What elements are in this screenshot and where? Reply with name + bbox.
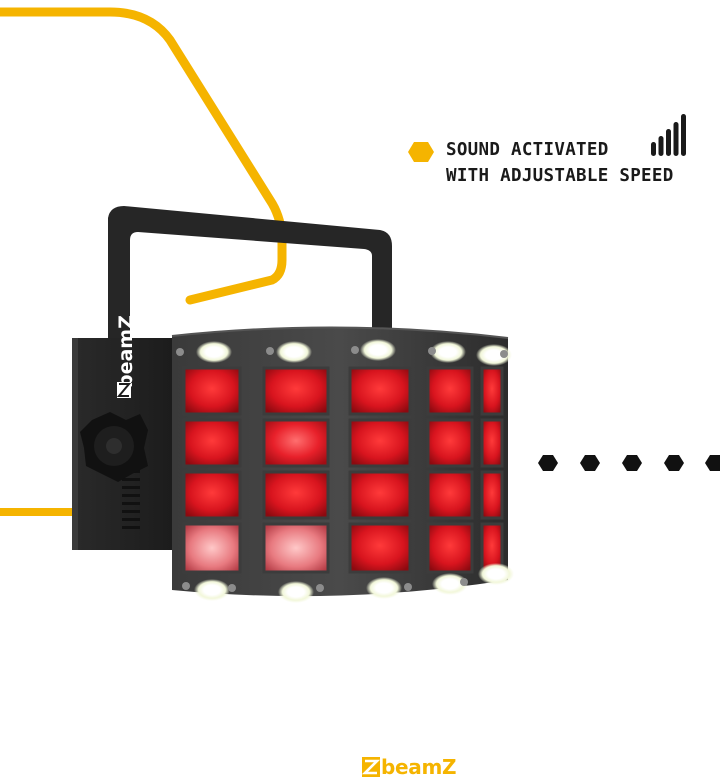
white-led <box>196 341 232 363</box>
red-lens <box>348 418 412 468</box>
tilt-knob <box>80 412 148 482</box>
red-lens <box>182 366 242 416</box>
red-lens <box>480 418 504 468</box>
white-led <box>194 579 230 601</box>
white-led <box>366 577 402 599</box>
red-lens <box>262 366 330 416</box>
white-led <box>430 341 466 363</box>
red-lens <box>348 366 412 416</box>
red-lens <box>426 366 474 416</box>
footer-brand-text: beamZ <box>381 755 457 779</box>
accent-line <box>0 7 287 305</box>
red-lens <box>426 418 474 468</box>
red-lens <box>348 470 412 520</box>
red-lens <box>348 522 412 574</box>
white-led <box>476 344 512 366</box>
red-lens <box>426 522 474 574</box>
red-lens <box>480 470 504 520</box>
white-led <box>432 573 468 595</box>
red-lens <box>262 522 330 574</box>
white-led <box>360 339 396 361</box>
screws <box>176 346 508 592</box>
red-lens <box>182 418 242 468</box>
red-lens <box>182 470 242 520</box>
white-led <box>478 563 514 585</box>
sound-level-bars-icon <box>651 114 686 156</box>
red-lens <box>480 366 504 416</box>
white-led <box>278 581 314 603</box>
decorative-dots <box>538 455 720 471</box>
hexagon-bullet-icon <box>408 142 434 162</box>
front-frame <box>172 327 508 597</box>
mounting-bracket <box>108 206 392 540</box>
white-led <box>276 341 312 363</box>
side-brand-logo: beamZ <box>115 315 137 388</box>
feature-line-2: WITH ADJUSTABLE SPEED <box>446 166 674 186</box>
beamz-logo-icon <box>362 757 380 777</box>
red-lens <box>426 470 474 520</box>
red-lens <box>182 522 242 574</box>
led-row <box>194 339 514 603</box>
feature-line-1: SOUND ACTIVATED <box>446 140 609 160</box>
lens-grid <box>182 366 504 574</box>
footer-brand: beamZ <box>362 755 457 779</box>
red-lens <box>262 470 330 520</box>
red-lens <box>262 418 330 468</box>
